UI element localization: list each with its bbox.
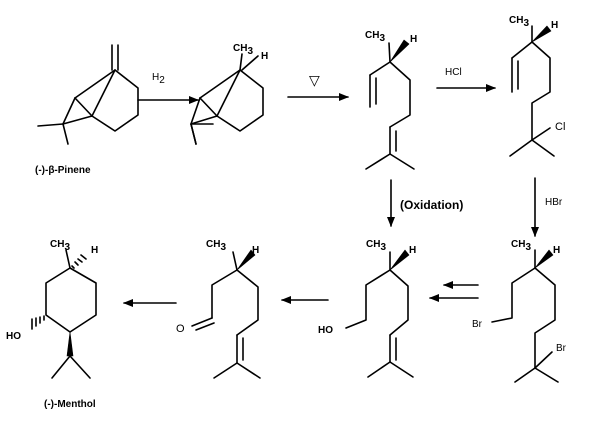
citronellal-o: O (176, 323, 185, 335)
menthol-hashed-oh (31, 315, 45, 330)
citronellol-h: H (409, 245, 416, 256)
dibromide-structure (491, 249, 559, 383)
menthol-ch3: CH3 (50, 239, 70, 253)
dibromide-br-2: Br (556, 343, 567, 354)
reagent-h2: H2 (152, 72, 165, 86)
chloride-cl: Cl (555, 121, 565, 133)
chloride-structure (509, 25, 555, 157)
dibromide-br-1: Br (472, 319, 483, 330)
chloride-h: H (551, 20, 558, 31)
pinane-structure (190, 53, 264, 145)
citronellol-ho: HO (318, 325, 333, 336)
beta-pinene-structure (37, 44, 139, 145)
dibromide-h: H (553, 245, 560, 256)
citronellal-ch3: CH3 (206, 239, 226, 253)
citronellal-structure (191, 249, 261, 379)
dihydromyrcene-structure (365, 39, 415, 170)
pinane-ch3: CH3 (233, 43, 253, 57)
reagent-hbr: HBr (545, 197, 563, 208)
citronellol-ch3: CH3 (366, 239, 386, 253)
citronellal-h: H (252, 245, 259, 256)
dihydromyrcene-ch3: CH3 (365, 30, 385, 44)
dibromide-ch3: CH3 (511, 239, 531, 253)
menthol-hashed-h (71, 254, 87, 269)
menthol-label: (-)-Menthol (44, 399, 96, 410)
oxidation-label: (Oxidation) (400, 198, 463, 212)
menthol-ho: HO (6, 331, 21, 342)
menthol-structure (31, 249, 97, 379)
pinene-label: (-)-β-Pinene (35, 165, 91, 176)
dihydromyrcene-h: H (410, 34, 417, 45)
menthol-h: H (91, 245, 98, 256)
chloride-ch3: CH3 (509, 15, 529, 29)
citronellol-structure (345, 249, 414, 378)
pinane-h: H (261, 51, 268, 62)
reagent-heat: ▽ (309, 72, 320, 88)
reagent-hcl: HCl (445, 67, 462, 78)
